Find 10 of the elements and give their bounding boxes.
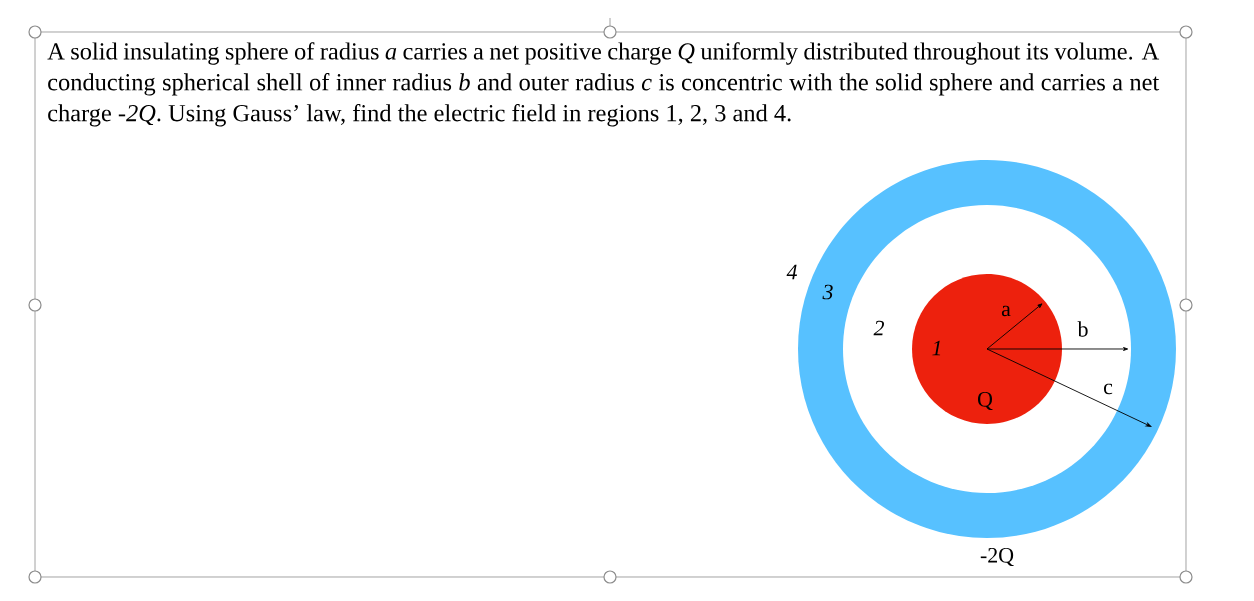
radius-label: c [1103,383,1113,395]
region-number: 2 [873,320,884,336]
region-number: 3 [822,284,833,300]
region-number: 1 [932,340,941,356]
problem-text: A solid insulating sphere of radius a carries a net positive charge Q uniformly distributed throughout its volume. A conducting spherical shell of inner radius b and outer radius c is concentric with the solid sphere and carries a net charge -2Q. Using Gauss’ law, find the electric field in regions 1, 2, 3 and 4. [47,42,1160,127]
radius-label: b [1077,321,1088,337]
charge-label: -2Q [980,547,1014,566]
charge-label: Q [978,391,993,410]
region-number: 4 [786,264,797,280]
radius-label: a [1001,305,1011,317]
